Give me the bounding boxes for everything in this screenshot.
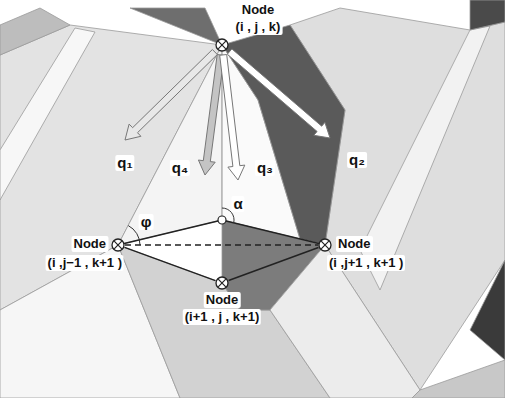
node-marker xyxy=(318,238,332,252)
node-label: Node xyxy=(336,236,373,252)
node-marker xyxy=(114,241,122,249)
vector-label: q₁ xyxy=(115,155,134,171)
node-marker xyxy=(216,277,228,289)
node-marker xyxy=(111,238,125,252)
fold-edge xyxy=(125,247,216,280)
node-marker xyxy=(112,239,124,251)
vector-label: q₄ xyxy=(170,160,190,176)
node-point: Node(i , j , k) xyxy=(215,38,229,52)
node-point: Node(i ,j+1 , k+1 ) xyxy=(318,238,332,252)
node-marker xyxy=(218,41,226,49)
fold-panel xyxy=(130,8,222,45)
fold-panel xyxy=(360,26,490,290)
fold-line xyxy=(222,220,325,245)
node-marker xyxy=(215,276,229,290)
vector-label: q₃ xyxy=(255,160,275,176)
vector-arrow xyxy=(227,49,330,138)
vector-arrow xyxy=(198,55,224,176)
fold-line xyxy=(118,220,222,245)
node-label: Node xyxy=(204,292,241,308)
node-point: Node(i+1 , j , k+1) xyxy=(215,276,229,290)
node-point: Node(i ,j−1 , k+1 ) xyxy=(111,238,125,252)
vertex-dot xyxy=(218,216,226,224)
fold-panel xyxy=(470,260,505,360)
fold-panel xyxy=(0,28,95,200)
node-label: Node xyxy=(240,2,277,18)
node-marker xyxy=(321,241,329,249)
vector-arrow xyxy=(125,50,217,141)
angle-label: φ xyxy=(139,214,154,230)
fold-panel xyxy=(270,245,420,398)
node-coordinates: (i , j , k) xyxy=(234,19,283,35)
vector-label: q₂ xyxy=(347,152,367,168)
node-label: Node xyxy=(72,236,109,252)
node-marker xyxy=(218,279,226,287)
fold-edge xyxy=(125,244,318,246)
node-marker xyxy=(319,239,331,251)
node-marker xyxy=(216,39,228,51)
fold-edge xyxy=(229,247,319,280)
node-marker xyxy=(215,38,229,52)
fold-panel xyxy=(0,8,70,55)
fold-panel xyxy=(0,25,222,310)
fold-panel xyxy=(470,0,505,30)
vector-arrow xyxy=(220,55,245,181)
node-coordinates: (i ,j−1 , k+1 ) xyxy=(46,255,124,271)
fold-panel xyxy=(222,25,345,245)
node-coordinates: (i+1 , j , k+1) xyxy=(183,309,261,325)
angle-label: α xyxy=(231,196,244,212)
fold-panel xyxy=(412,360,505,398)
node-coordinates: (i ,j+1 , k+1 ) xyxy=(327,255,405,271)
